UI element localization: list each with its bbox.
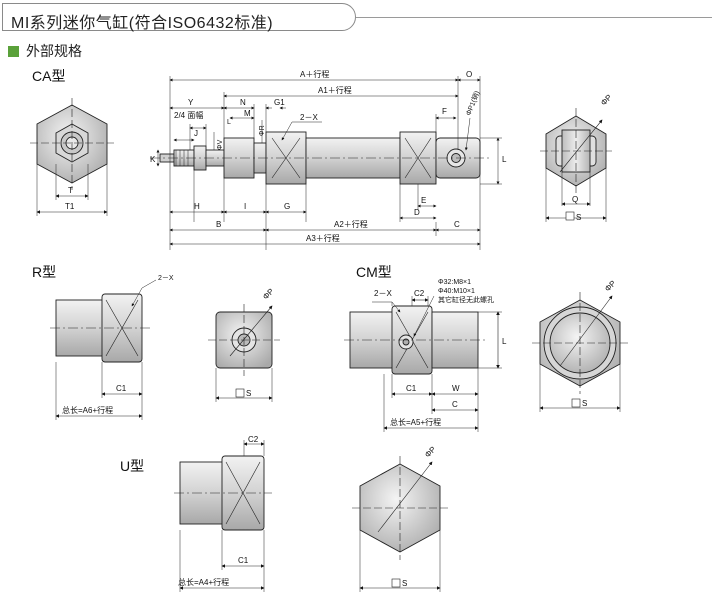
page-title: MI系列迷你气缸(符合ISO6432标准)	[11, 15, 274, 32]
dim-c1-cm: C1	[406, 384, 417, 393]
cm-side-view	[344, 295, 502, 432]
dim-phi-p-r: ΦP	[261, 287, 276, 302]
dim-c1-r: C1	[116, 384, 127, 393]
dim-phi-p-cm: ΦP	[603, 279, 618, 294]
ca-front-view	[30, 98, 114, 216]
dim-c: C	[454, 220, 460, 229]
dim-a1-stroke: A1＋行程	[318, 85, 352, 95]
dim-2-x-cm: 2－X	[374, 289, 392, 298]
cm-note-1: Φ32:M8×1	[438, 279, 471, 286]
dim-j: J	[194, 129, 198, 138]
dim-e: E	[421, 196, 426, 205]
dim-phi-p-ca: ΦP	[599, 93, 614, 108]
dim-f: F	[442, 107, 447, 116]
dim-t1: T1	[65, 202, 75, 211]
cm-rear-view	[532, 292, 628, 412]
dim-phi-p-u: ΦP	[423, 445, 438, 460]
dim-k: K	[150, 155, 156, 164]
dim-2-x: 2－X	[300, 113, 318, 122]
ca-rear-view	[540, 108, 612, 222]
cm-note-3: 其它缸径无此螺孔	[438, 295, 494, 304]
section-title: 外部规格	[26, 43, 82, 59]
dim-total-a4: 总长=A4+行程	[178, 577, 229, 587]
dim-i: I	[244, 202, 246, 211]
dim-q: Q	[572, 195, 578, 204]
dim-b: B	[216, 220, 221, 229]
r-side-view	[50, 279, 157, 420]
view-label-u: U型	[120, 458, 145, 474]
cm-note-2: Φ40:M10×1	[438, 288, 475, 295]
dim-h: H	[194, 202, 200, 211]
title-box: MI系列迷你气缸(符合ISO6432标准)	[2, 3, 356, 32]
dim-a3-stroke: A3＋行程	[306, 233, 340, 243]
dim-w: W	[452, 384, 460, 393]
dim-a-stroke: A＋行程	[300, 69, 329, 79]
dim-n: N	[240, 98, 246, 107]
r-rear-view	[208, 304, 280, 402]
dim-2-x-r: 2－X	[158, 275, 174, 282]
dim-g: G	[284, 202, 290, 211]
dim-s-r: S	[246, 389, 251, 398]
dim-s-ca: S	[576, 213, 581, 222]
dim-width-2-4: 2/4 面幅	[174, 110, 203, 120]
dim-phi-r: ΦR	[259, 125, 266, 136]
ca-dimension-lines	[156, 76, 502, 250]
dim-y: Y	[188, 98, 194, 107]
view-label-r: R型	[32, 264, 57, 280]
view-label-ca: CA型	[32, 68, 66, 84]
dim-o: O	[466, 70, 472, 79]
dim-c2-cm: C2	[414, 289, 425, 298]
dim-l-cm: L	[502, 337, 507, 346]
section-heading: 外部规格	[8, 41, 82, 61]
title-rule	[356, 17, 712, 18]
view-label-cm: CM型	[356, 264, 392, 280]
u-rear-view	[352, 456, 448, 592]
dim-l: L	[502, 155, 507, 164]
dim-total-a5: 总长=A5+行程	[390, 417, 441, 427]
dim-c1-u: C1	[238, 556, 249, 565]
dim-total-a6: 总长=A6+行程	[62, 405, 113, 415]
dim-g1: G1	[274, 98, 285, 107]
dim-m: M	[244, 109, 251, 118]
dim-a2-stroke: A2＋行程	[334, 219, 368, 229]
ca-side-view	[150, 131, 492, 185]
dim-l-small: L	[227, 119, 231, 126]
dim-phi-p1: ΦP1(销)	[464, 89, 482, 116]
dim-d: D	[414, 208, 420, 217]
dim-s-cm: S	[582, 399, 587, 408]
u-side-view	[174, 440, 272, 592]
square-symbol	[565, 211, 575, 221]
dim-c-cm: C	[452, 400, 458, 409]
dim-phi-v: ΦV	[217, 139, 224, 150]
section-marker-icon	[8, 45, 19, 57]
dim-c2-u: C2	[248, 435, 259, 444]
dim-t: T	[68, 186, 73, 195]
dim-s-u: S	[402, 579, 407, 588]
